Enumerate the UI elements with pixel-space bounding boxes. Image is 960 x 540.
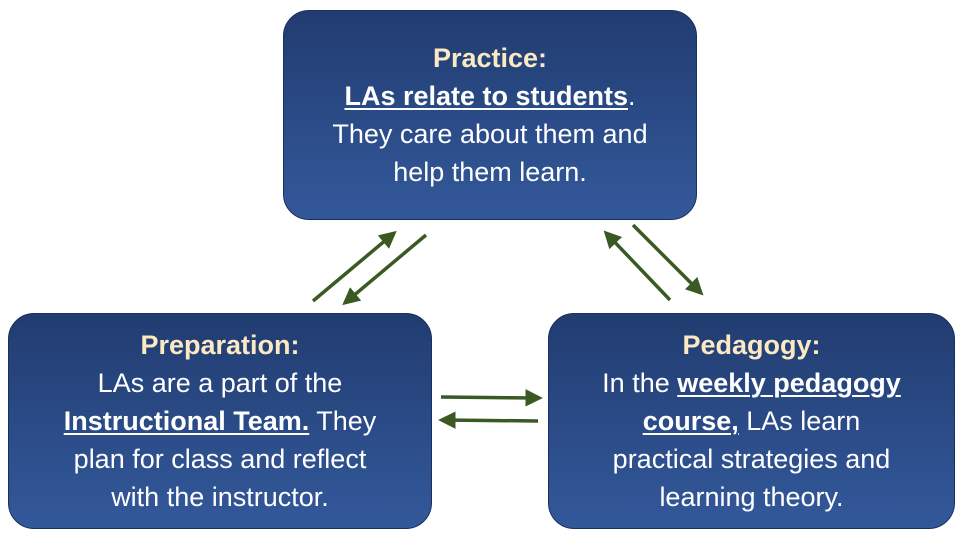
practice-line-2: LAs relate to students. — [344, 77, 635, 115]
practice-emphasis: LAs relate to students — [344, 81, 629, 111]
arrow-preparation-to-pedagogy — [440, 389, 543, 407]
arrow-preparation-to-practice — [311, 230, 397, 303]
preparation-line-4: plan for class and reflect — [73, 444, 367, 474]
practice-line-4: help them learn. — [393, 157, 587, 187]
pedagogy-heading: Pedagogy: — [682, 330, 821, 360]
preparation-box: Preparation: LAs are a part of the Instr… — [8, 313, 432, 529]
pedagogy-after-emphasis: LAs learn — [738, 406, 861, 436]
pedagogy-line-4: practical strategies and — [612, 444, 891, 474]
arrow-pedagogy-to-preparation — [438, 411, 539, 429]
practice-heading: Practice: — [432, 43, 548, 73]
pedagogy-emphasis-2: course, — [642, 406, 739, 436]
pedagogy-before-emphasis: In the — [602, 368, 678, 398]
preparation-emphasis: Instructional Team. — [63, 406, 310, 436]
pedagogy-box: Pedagogy: In the weekly pedagogy course,… — [548, 313, 955, 529]
pedagogy-line-3: course, LAs learn — [643, 402, 861, 440]
practice-box: Practice: LAs relate to students. They c… — [283, 10, 697, 220]
preparation-line-2: LAs are a part of the — [97, 368, 343, 398]
pedagogy-line-5: learning theory. — [659, 482, 844, 512]
preparation-line-5: with the instructor. — [111, 482, 329, 512]
practice-emphasis-suffix: . — [628, 81, 636, 111]
pedagogy-emphasis-1: weekly pedagogy — [677, 368, 901, 398]
arrow-pedagogy-to-practice — [603, 230, 672, 302]
preparation-line-3: Instructional Team. They — [64, 402, 377, 440]
preparation-after-emphasis: They — [309, 406, 377, 436]
arrow-practice-to-pedagogy — [631, 223, 704, 296]
arrow-practice-to-preparation — [342, 233, 428, 306]
pedagogy-line-2: In the weekly pedagogy — [602, 364, 901, 402]
preparation-heading: Preparation: — [140, 330, 300, 360]
practice-line-3: They care about them and — [332, 119, 648, 149]
